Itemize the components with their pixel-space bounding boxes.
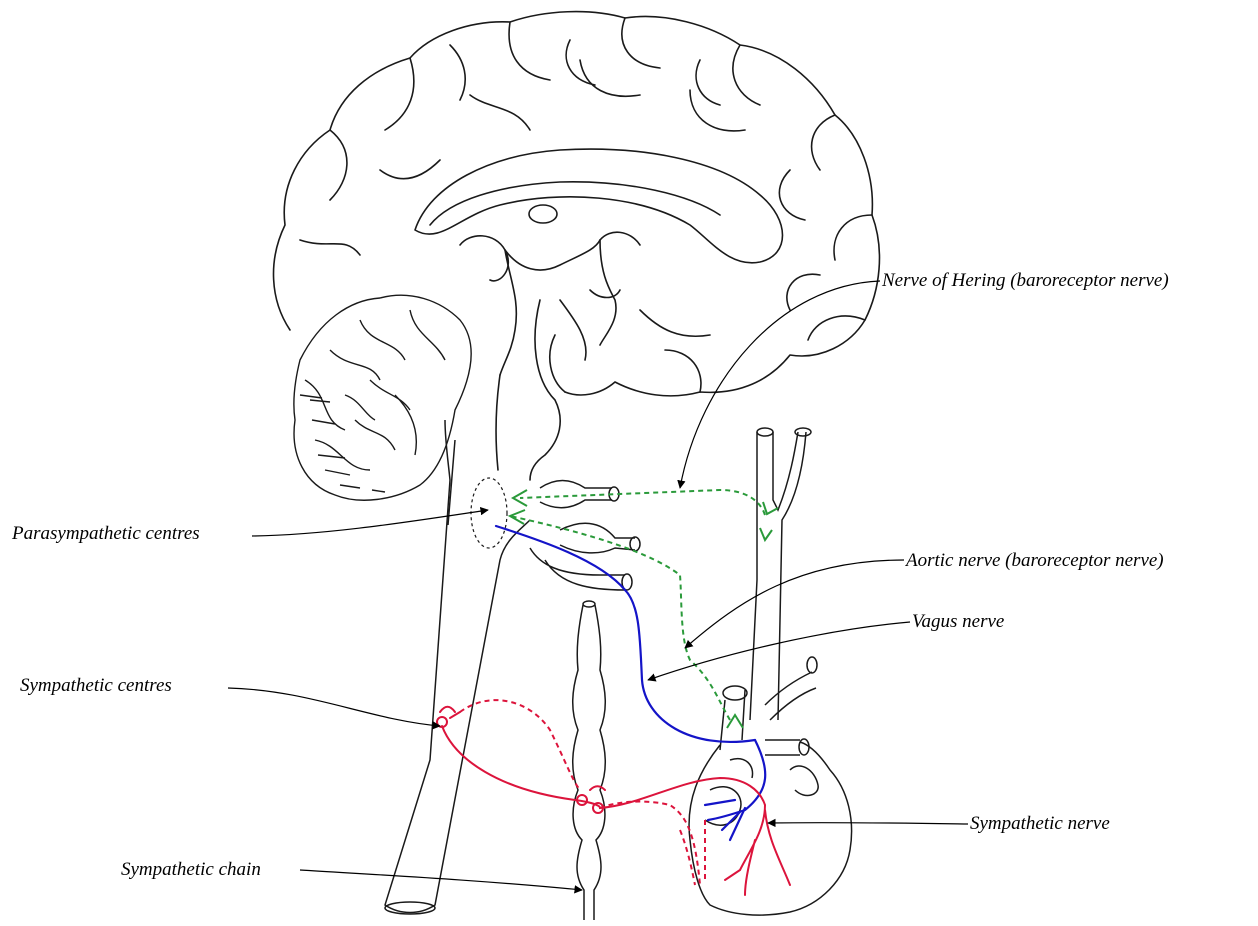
leader-sympathetic-nerve (768, 823, 968, 824)
spinal-cord (385, 420, 530, 914)
label-sympathetic-centres: Sympathetic centres (20, 676, 172, 695)
baroreceptor-nerves (510, 490, 765, 720)
sympathetic-chain-illustration (573, 601, 606, 920)
leader-sympathetic-centres (228, 688, 440, 726)
leader-hering (680, 281, 880, 488)
label-sympathetic-chain: Sympathetic chain (121, 860, 261, 879)
heart-illustration (689, 657, 852, 915)
sympathetic-preganglionic-dashed (460, 700, 705, 885)
parasympathetic-centre-marker (471, 478, 507, 548)
label-sympathetic-nerve: Sympathetic nerve (970, 814, 1110, 833)
label-aortic-nerve: Aortic nerve (baroreceptor nerve) (906, 551, 1164, 570)
label-nerve-of-hering: Nerve of Hering (baroreceptor nerve) (882, 271, 1169, 290)
cerebellum-illustration (294, 295, 471, 500)
sympathetic-pathways (437, 707, 790, 895)
leader-aortic (685, 560, 904, 648)
nerve-of-hering-path (520, 490, 765, 515)
label-parasympathetic-centres: Parasympathetic centres (12, 524, 200, 543)
leader-parasympathetic (252, 510, 488, 536)
carotid-arteries (750, 428, 811, 720)
leader-lines (228, 281, 968, 890)
aortic-nerve-path (510, 516, 730, 720)
label-vagus-nerve: Vagus nerve (912, 612, 1004, 631)
